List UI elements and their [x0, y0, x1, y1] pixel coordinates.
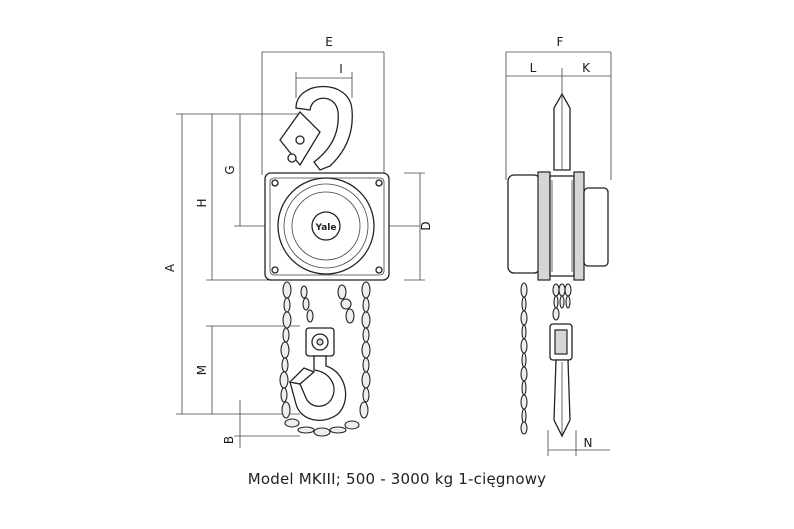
- yale-logo: Yale: [315, 223, 337, 233]
- bottom-hook-side: [553, 359, 571, 438]
- dimension-e: E: [261, 35, 385, 175]
- dimension-a: A: [163, 113, 300, 415]
- label-h: H: [195, 198, 209, 207]
- label-i: I: [339, 62, 343, 76]
- hoist-body: Yale: [264, 172, 390, 281]
- label-m: M: [195, 365, 209, 375]
- hand-chain-side: [520, 282, 528, 435]
- label-l: L: [530, 61, 537, 75]
- dimension-f: F: [505, 35, 612, 180]
- label-e: E: [325, 35, 333, 49]
- bottom-hook: [288, 355, 347, 421]
- hand-chain-right: [359, 281, 371, 419]
- label-f: F: [557, 35, 564, 49]
- label-a: A: [163, 263, 177, 272]
- label-n: N: [584, 436, 593, 450]
- bottom-block-side: [549, 323, 573, 361]
- dimension-l-k: L K: [506, 61, 611, 96]
- hand-chain-left: [279, 281, 360, 437]
- label-k: K: [582, 61, 591, 75]
- hoist-body-side: [507, 171, 609, 281]
- load-chain: [300, 284, 355, 324]
- top-hook: [279, 86, 353, 171]
- label-d: D: [419, 221, 433, 230]
- label-b: B: [222, 436, 236, 444]
- figure-caption: Model MKIII; 500 - 3000 kg 1-cięgnowy: [247, 470, 547, 488]
- dimension-n: N: [547, 430, 610, 456]
- dimension-b: B: [222, 400, 300, 448]
- front-view: E I A H G: [163, 35, 433, 448]
- bottom-block: [305, 327, 335, 357]
- load-chain-side: [552, 283, 572, 321]
- label-g: G: [223, 165, 237, 174]
- side-view: F L K: [505, 35, 612, 456]
- top-hook-side: [553, 92, 571, 171]
- dimension-i: I: [295, 62, 353, 98]
- dimension-h: H: [195, 114, 275, 281]
